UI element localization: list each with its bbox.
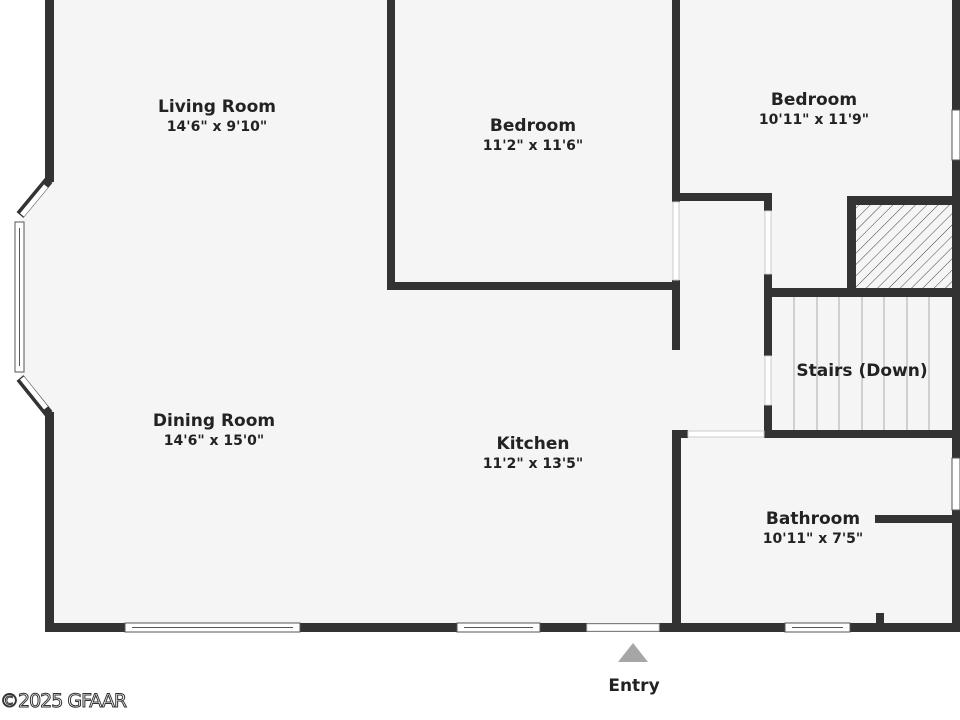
room-dims: 14'6" x 9'10" <box>166 119 268 135</box>
room-name: Living Room <box>158 97 276 117</box>
door-openings <box>586 201 772 632</box>
room-bathroom: Bathroom 10'11" x 7'5" <box>763 509 863 547</box>
room-stairs: Stairs (Down) <box>796 361 927 381</box>
room-dims: 11'2" x 13'5" <box>482 456 584 472</box>
room-kitchen: Kitchen 11'2" x 13'5" <box>483 434 583 472</box>
room-dims: 10'11" x 11'9" <box>758 112 870 128</box>
room-name: Bedroom <box>489 116 577 136</box>
stair-treads <box>793 297 930 430</box>
room-name: Kitchen <box>496 434 570 454</box>
room-dims: 10'11" x 7'5" <box>762 531 864 547</box>
room-name: Dining Room <box>152 411 276 431</box>
room-dining-room: Dining Room 14'6" x 15'0" <box>153 411 275 449</box>
entry-arrow-icon <box>618 643 648 662</box>
room-bedroom-1: Bedroom 11'2" x 11'6" <box>483 116 583 154</box>
room-name: Bathroom <box>765 509 861 529</box>
room-dims: 11'2" x 11'6" <box>482 138 584 154</box>
entry-label: Entry <box>608 676 659 696</box>
room-name: Stairs (Down) <box>796 361 928 381</box>
watermark: ©2025 GFAAR <box>0 690 128 713</box>
room-living-room: Living Room 14'6" x 9'10" <box>158 97 276 135</box>
room-dims: 14'6" x 15'0" <box>163 433 265 449</box>
room-bedroom-2: Bedroom 10'11" x 11'9" <box>759 90 869 128</box>
windows <box>14 109 960 633</box>
entry-text: Entry <box>608 676 660 696</box>
closet-hatch <box>856 205 952 288</box>
floor-area <box>20 0 960 628</box>
room-name: Bedroom <box>770 90 858 110</box>
